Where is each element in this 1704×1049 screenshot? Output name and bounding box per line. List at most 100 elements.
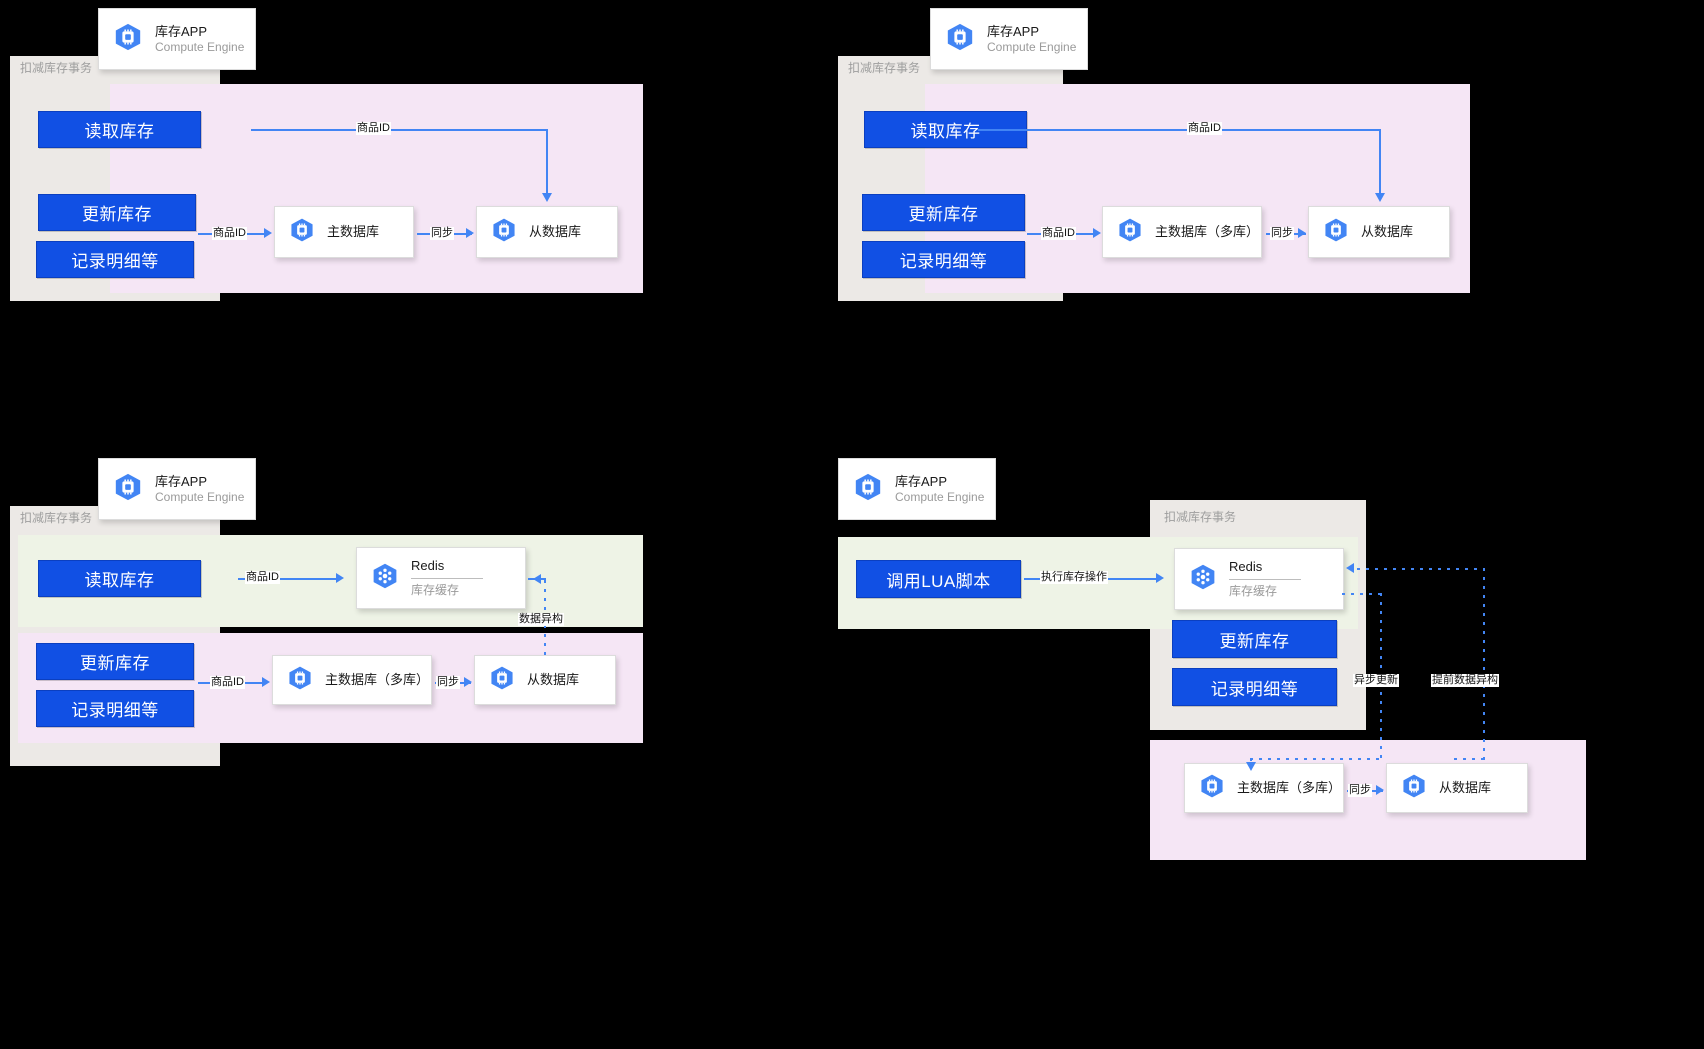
master-db-card-2[interactable]: 主数据库（多库） [1102, 206, 1267, 263]
arrowhead-right-4b [1376, 785, 1384, 795]
edge-label-product-id-1a: 商品ID [356, 122, 391, 135]
arrowhead-right-1 [264, 228, 272, 238]
compute-engine-icon [945, 22, 975, 57]
app-card-3[interactable]: 库存APP Compute Engine [98, 458, 261, 525]
app-card-sub-1: Compute Engine [155, 39, 245, 54]
database-icon [1199, 773, 1225, 804]
app-card-sub-4: Compute Engine [895, 489, 985, 504]
edge-label-sync-4: 同步 [1348, 784, 1372, 797]
record-detail-button-3[interactable]: 记录明细等 [36, 690, 194, 727]
edge-label-product-id-3b: 商品ID [210, 676, 245, 689]
database-icon [1401, 773, 1427, 804]
database-icon [289, 217, 315, 248]
slave-db-label-2: 从数据库 [1361, 224, 1414, 239]
edge-label-sync-1: 同步 [430, 227, 454, 240]
edge-slave-to-redis-vert-4 [1483, 568, 1485, 760]
edge-redis-async-stub-4 [1342, 593, 1382, 595]
master-db-label-1: 主数据库 [327, 224, 380, 239]
app-card-title-3: 库存APP [155, 473, 208, 489]
edge-slave-to-redis-bottom-4 [1454, 758, 1485, 760]
redis-icon [1189, 563, 1217, 596]
card-divider [411, 578, 483, 579]
arrowhead-left-4 [1346, 563, 1354, 573]
redis-card-sub-3: 库存缓存 [411, 583, 460, 597]
card-divider [1229, 579, 1301, 580]
update-stock-button-4[interactable]: 更新库存 [1172, 620, 1337, 658]
edge-label-product-id-2b: 商品ID [1041, 227, 1076, 240]
master-db-card-3[interactable]: 主数据库（多库） [272, 655, 437, 710]
record-detail-button-1[interactable]: 记录明细等 [36, 241, 194, 278]
arrowhead-right-3c [464, 677, 472, 687]
master-db-card-1[interactable]: 主数据库 [274, 206, 419, 263]
redis-card-3[interactable]: Redis 库存缓存 [356, 547, 531, 614]
arrowhead-down-1 [542, 193, 552, 202]
slave-db-label-3: 从数据库 [527, 672, 580, 687]
compute-engine-icon [113, 472, 143, 507]
app-card-title-4: 库存APP [895, 473, 948, 489]
arrowhead-right-4 [1156, 573, 1164, 583]
edge-label-data-hetero-3: 数据异构 [518, 613, 564, 626]
arrowhead-right-1b [466, 228, 474, 238]
redis-card-title-4: Redis [1229, 559, 1263, 574]
arrowhead-right-2 [1093, 228, 1101, 238]
edge-redis-async-bottom-4 [1250, 758, 1382, 760]
edge-read-to-slave-1 [251, 129, 547, 131]
arrowhead-right-3 [336, 573, 344, 583]
app-card-sub-2: Compute Engine [987, 39, 1077, 54]
slave-db-card-1[interactable]: 从数据库 [476, 206, 623, 263]
update-stock-button-3[interactable]: 更新库存 [36, 643, 194, 680]
app-card-sub-3: Compute Engine [155, 489, 245, 504]
call-lua-button-4[interactable]: 调用LUA脚本 [856, 560, 1021, 598]
txn-group-title-4: 扣减库存事务 [1164, 510, 1237, 524]
panel-lua-script-redis-first: 扣减库存事务 库存APP Compute Engine 调用LUA脚本 [830, 450, 1704, 880]
app-card-title-1: 库存APP [155, 23, 208, 39]
arrowhead-down-4 [1246, 762, 1256, 771]
database-icon [1117, 217, 1143, 248]
database-icon [1323, 217, 1349, 248]
master-db-label-4: 主数据库（多库） [1237, 780, 1342, 795]
update-stock-button-2[interactable]: 更新库存 [862, 194, 1025, 231]
slave-db-label-4: 从数据库 [1439, 780, 1492, 795]
edge-redis-async-drop-4 [1250, 758, 1252, 764]
edge-label-product-id-3a: 商品ID [245, 571, 280, 584]
edge-label-sync-2: 同步 [1270, 227, 1294, 240]
slave-db-card-3[interactable]: 从数据库 [474, 655, 621, 710]
master-db-label-3: 主数据库（多库） [325, 672, 430, 687]
database-icon [491, 217, 517, 248]
read-stock-button-1[interactable]: 读取库存 [38, 111, 201, 148]
panel-single-master-slave: 扣减库存事务 库存APP Compute Engine 读取库存 更新库存 记录… [0, 0, 700, 320]
edge-label-async-update-4: 异步更新 [1353, 674, 1399, 687]
panel-redis-cache-read: 扣减库存事务 库存APP Compute Engine 读取库存 更新库存 记录… [0, 450, 700, 780]
arrowhead-down-2 [1375, 193, 1385, 202]
edge-read-to-slave-vert-1 [546, 129, 548, 195]
edge-slave-to-redis-stub-3 [528, 578, 546, 580]
database-icon [287, 665, 313, 696]
master-db-label-2: 主数据库（多库） [1155, 224, 1260, 239]
read-stock-button-3[interactable]: 读取库存 [38, 560, 201, 597]
slave-db-card-4[interactable]: 从数据库 [1386, 763, 1533, 818]
edge-label-product-id-2a: 商品ID [1187, 122, 1222, 135]
slave-db-label-1: 从数据库 [529, 224, 582, 239]
arrowhead-right-3b [262, 677, 270, 687]
app-card-2[interactable]: 库存APP Compute Engine [930, 8, 1093, 75]
arrowhead-right-2b [1298, 228, 1306, 238]
update-stock-button-1[interactable]: 更新库存 [38, 194, 196, 231]
redis-icon [371, 562, 399, 595]
app-card-1[interactable]: 库存APP Compute Engine [98, 8, 261, 75]
redis-card-4[interactable]: Redis 库存缓存 [1174, 548, 1349, 615]
app-card-4[interactable]: 库存APP Compute Engine [838, 458, 1001, 525]
database-icon [489, 665, 515, 696]
edge-read-to-redis-3 [238, 578, 340, 580]
edge-label-pre-hetero-4: 提前数据异构 [1431, 674, 1499, 687]
record-detail-button-4[interactable]: 记录明细等 [1172, 668, 1337, 706]
txn-group-title-3: 扣减库存事务 [20, 511, 93, 525]
slave-db-card-2[interactable]: 从数据库 [1308, 206, 1455, 263]
txn-group-title-1: 扣减库存事务 [20, 61, 93, 75]
master-db-card-4[interactable]: 主数据库（多库） [1184, 763, 1349, 818]
edge-label-exec-stock-op-4: 执行库存操作 [1040, 571, 1108, 584]
compute-engine-icon [853, 472, 883, 507]
txn-group-title-2: 扣减库存事务 [848, 61, 921, 75]
record-detail-button-2[interactable]: 记录明细等 [862, 241, 1025, 278]
redis-card-title-3: Redis [411, 558, 445, 573]
app-card-title-2: 库存APP [987, 23, 1040, 39]
